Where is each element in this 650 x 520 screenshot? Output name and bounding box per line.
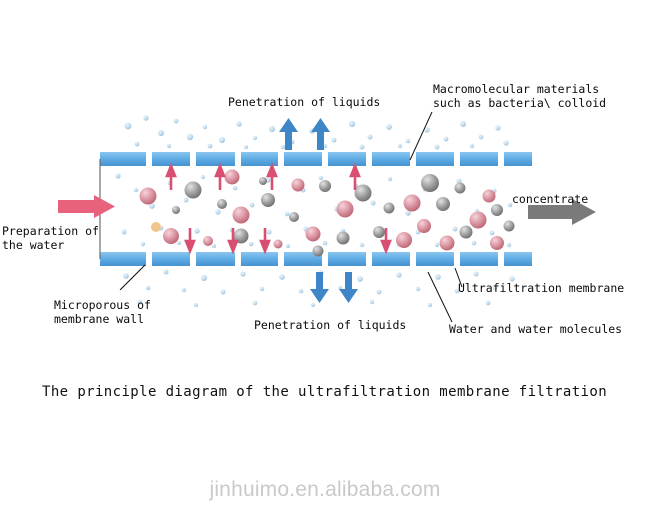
leader-lines: [119, 111, 463, 323]
label-macromolecular-line1: Macromolecular materials: [433, 82, 600, 96]
label-preparation-line2: the water: [2, 238, 65, 252]
label-water-molecules: Water and water molecules: [449, 322, 623, 336]
figure-caption: The principle diagram of the ultrafiltra…: [42, 384, 608, 400]
label-penetration-top: Penetration of liquids: [228, 95, 381, 109]
watermark: jinhuimo.en.alibaba.com: [209, 478, 441, 501]
membrane-crossing-arrows: [165, 162, 392, 255]
label-penetration-bottom: Penetration of liquids: [254, 318, 407, 332]
bottom-membrane-bar: [100, 252, 532, 266]
particle-field: [139, 169, 515, 257]
permeate-arrows: [279, 118, 358, 303]
label-concentrate: concentrate: [512, 192, 589, 206]
feed-inlet-arrow: [58, 195, 115, 218]
top-membrane-bar: [100, 152, 532, 166]
label-microporous-line1: Microporous of: [54, 298, 151, 312]
label-macromolecular-line2: such as bacteria\ colloid: [433, 96, 607, 110]
label-preparation-line1: Preparation of: [2, 224, 99, 238]
label-microporous-line2: membrane wall: [54, 312, 145, 326]
label-ultrafiltration-membrane: Ultrafiltration membrane: [458, 281, 625, 295]
concentrate-outlet-arrow: [528, 199, 596, 225]
